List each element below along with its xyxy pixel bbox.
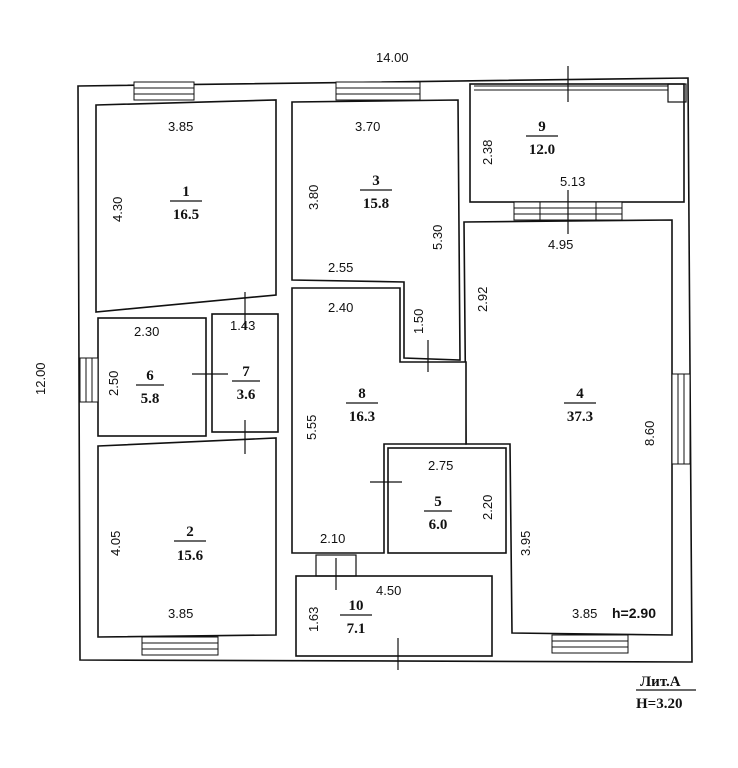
corner-post bbox=[667, 83, 687, 103]
dim-r2-left: 4.05 bbox=[108, 531, 123, 556]
room-6 bbox=[97, 317, 207, 437]
dim-r2-bottom: 3.85 bbox=[168, 606, 193, 621]
dim-r1-top: 3.85 bbox=[168, 119, 193, 134]
label-room-2: 2 15.6 bbox=[174, 524, 206, 564]
window-room-6 bbox=[79, 357, 99, 403]
dim-r4-top: 4.95 bbox=[548, 237, 573, 252]
room-area: 3.6 bbox=[237, 387, 256, 403]
room-1 bbox=[95, 99, 277, 313]
building-height: H=3.20 bbox=[636, 696, 682, 712]
window-room-2 bbox=[141, 636, 219, 656]
dim-r10-left: 1.63 bbox=[306, 607, 321, 632]
label-room-8: 8 16.3 bbox=[346, 386, 378, 425]
label-room-6: 6 5.8 bbox=[136, 368, 164, 407]
door-marks bbox=[192, 66, 569, 670]
room-number: 3 bbox=[372, 173, 380, 189]
room-9 bbox=[469, 83, 685, 203]
room-5 bbox=[387, 447, 507, 554]
dim-r3-left: 3.80 bbox=[306, 185, 321, 210]
label-room-9: 9 12.0 bbox=[526, 119, 558, 158]
room-area: 6.0 bbox=[429, 517, 448, 533]
window-room-4-right bbox=[671, 373, 691, 465]
room-area: 5.8 bbox=[141, 391, 160, 407]
label-room-7: 7 3.6 bbox=[232, 364, 260, 403]
label-room-10: 10 7.1 bbox=[340, 598, 372, 637]
window-room-9 bbox=[474, 85, 668, 91]
window-room-3 bbox=[335, 81, 421, 101]
ceiling-height: h=2.90 bbox=[612, 605, 656, 621]
room-area: 16.3 bbox=[349, 409, 375, 425]
dim-r4-bottom: 3.85 bbox=[572, 606, 597, 621]
window-room-4-bottom bbox=[551, 634, 629, 654]
label-room-5: 5 6.0 bbox=[424, 494, 452, 533]
room-number: 10 bbox=[349, 598, 364, 614]
room-area: 15.6 bbox=[177, 548, 204, 564]
dim-r3-bottom: 2.55 bbox=[328, 260, 353, 275]
dim-r5-right: 2.20 bbox=[480, 495, 495, 520]
room-number: 8 bbox=[358, 386, 366, 402]
window-room-1 bbox=[133, 81, 195, 101]
dim-r8-step: 1.50 bbox=[411, 309, 426, 334]
room-number: 5 bbox=[434, 494, 442, 510]
room-3 bbox=[291, 99, 461, 361]
room-number: 6 bbox=[146, 368, 154, 384]
room-number: 7 bbox=[242, 364, 250, 380]
dim-r6-left: 2.50 bbox=[106, 371, 121, 396]
room-area: 12.0 bbox=[529, 142, 555, 158]
room-area: 7.1 bbox=[347, 621, 366, 637]
room-number: 2 bbox=[186, 524, 194, 540]
building-letter: Лит.А bbox=[640, 674, 681, 690]
dim-r7-top: 1.43 bbox=[230, 318, 255, 333]
room-number: 9 bbox=[538, 119, 546, 135]
room-8 bbox=[291, 287, 467, 554]
overall-width: 14.00 bbox=[376, 50, 409, 65]
dim-r4-right: 8.60 bbox=[642, 421, 657, 446]
room-area: 15.8 bbox=[363, 196, 389, 212]
label-room-3: 3 15.8 bbox=[360, 173, 392, 212]
overall-depth: 12.00 bbox=[33, 362, 48, 395]
dim-r4-inner: 3.95 bbox=[518, 531, 533, 556]
dim-r4-left: 2.92 bbox=[475, 287, 490, 312]
dim-r6-top: 2.30 bbox=[134, 324, 159, 339]
room-number: 1 bbox=[182, 184, 190, 200]
label-room-4: 4 37.3 bbox=[564, 386, 596, 425]
dim-r3-right: 5.30 bbox=[430, 225, 445, 250]
building-stamp: Лит.А H=3.20 bbox=[636, 674, 696, 712]
dim-r5-top: 2.75 bbox=[428, 458, 453, 473]
dim-r9-left: 2.38 bbox=[480, 140, 495, 165]
dim-r8-top: 2.40 bbox=[328, 300, 353, 315]
room-area: 16.5 bbox=[173, 207, 199, 223]
dim-r10-top: 4.50 bbox=[376, 583, 401, 598]
room-2 bbox=[97, 437, 277, 638]
room-number: 4 bbox=[576, 386, 584, 402]
dim-r8-left: 5.55 bbox=[304, 415, 319, 440]
dim-r1-left: 4.30 bbox=[110, 197, 125, 222]
dim-r3-top: 3.70 bbox=[355, 119, 380, 134]
room-10 bbox=[295, 575, 493, 657]
label-room-1: 1 16.5 bbox=[170, 184, 202, 223]
dim-r9-bottom: 5.13 bbox=[560, 174, 585, 189]
room-area: 37.3 bbox=[567, 409, 593, 425]
dim-r8-bottom: 2.10 bbox=[320, 531, 345, 546]
